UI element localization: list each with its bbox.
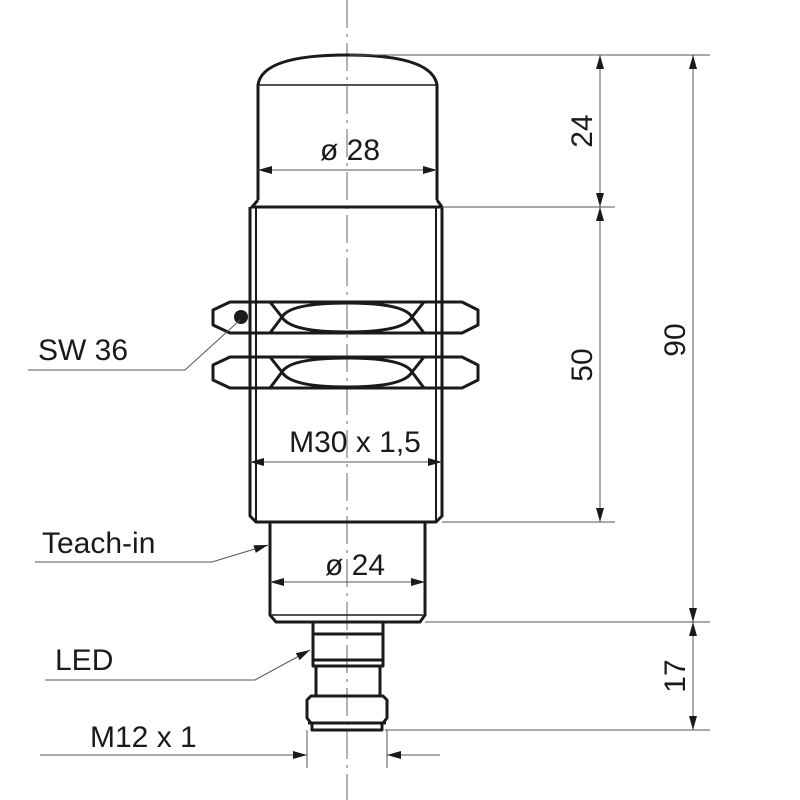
teach-in-callout: Teach-in <box>42 527 155 560</box>
cap-height-label: 24 <box>566 114 599 147</box>
thread-label: M30 x 1,5 <box>289 426 421 459</box>
sensor-cap <box>256 53 439 200</box>
thread-length-label: 50 <box>566 348 599 381</box>
connector-thread-callout: M12 x 1 <box>90 721 197 754</box>
nut-bottom <box>211 355 480 390</box>
connector-length-label: 17 <box>659 659 692 692</box>
m12-connector <box>305 620 389 732</box>
dimension-lines <box>28 54 710 768</box>
total-length-label: 90 <box>659 323 692 356</box>
led-callout: LED <box>55 644 113 677</box>
threaded-body <box>248 199 444 524</box>
cap-diameter-label: ø 28 <box>320 134 380 167</box>
nut-callout: SW 36 <box>38 334 128 367</box>
housing-diameter-label: ø 24 <box>325 549 385 582</box>
nut-top <box>211 300 480 335</box>
nut-marker-dot <box>234 310 248 324</box>
